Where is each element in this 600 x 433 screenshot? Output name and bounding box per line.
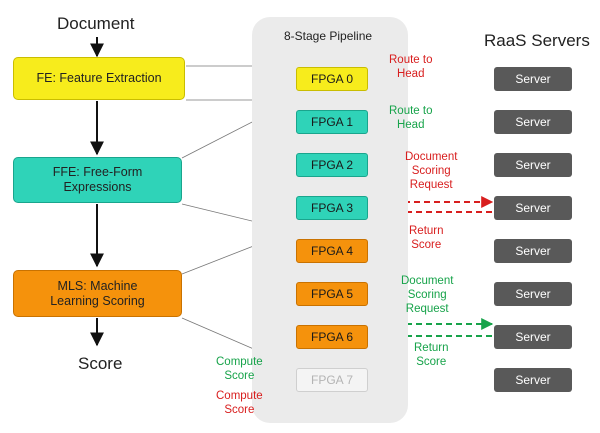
fpga-6: FPGA 6 <box>296 325 368 349</box>
return-score-green-label: Return Score <box>414 342 449 368</box>
fpga-2: FPGA 2 <box>296 153 368 177</box>
stage-mls: MLS: Machine Learning Scoring <box>13 270 182 317</box>
stage-ffe: FFE: Free-Form Expressions <box>13 157 182 203</box>
compute-score-red-label: Compute Score <box>216 390 263 416</box>
server-1: Server <box>494 110 572 134</box>
server-7: Server <box>494 368 572 392</box>
servers-title: RaaS Servers <box>484 31 590 50</box>
fpga-0: FPGA 0 <box>296 67 368 91</box>
route-to-head-green-label: Route to Head <box>389 105 433 131</box>
document-label: Document <box>57 14 135 33</box>
fpga-3: FPGA 3 <box>296 196 368 220</box>
server-6: Server <box>494 325 572 349</box>
doc-request-green-label: Document Scoring Request <box>401 275 454 315</box>
server-2: Server <box>494 153 572 177</box>
fpga-7: FPGA 7 <box>296 368 368 392</box>
stage-fe: FE: Feature Extraction <box>13 57 185 100</box>
fpga-4: FPGA 4 <box>296 239 368 263</box>
compute-score-green-label: Compute Score <box>216 356 263 382</box>
server-3: Server <box>494 196 572 220</box>
server-0: Server <box>494 67 572 91</box>
server-5: Server <box>494 282 572 306</box>
fpga-5: FPGA 5 <box>296 282 368 306</box>
stage-mapping-lines <box>181 65 276 351</box>
route-to-head-red-label: Route to Head <box>389 54 433 80</box>
doc-request-red-label: Document Scoring Request <box>405 151 458 191</box>
score-label: Score <box>78 354 123 373</box>
fpga-1: FPGA 1 <box>296 110 368 134</box>
return-score-red-label: Return Score <box>409 225 444 251</box>
server-4: Server <box>494 239 572 263</box>
pipeline-title: 8-Stage Pipeline <box>284 29 373 43</box>
